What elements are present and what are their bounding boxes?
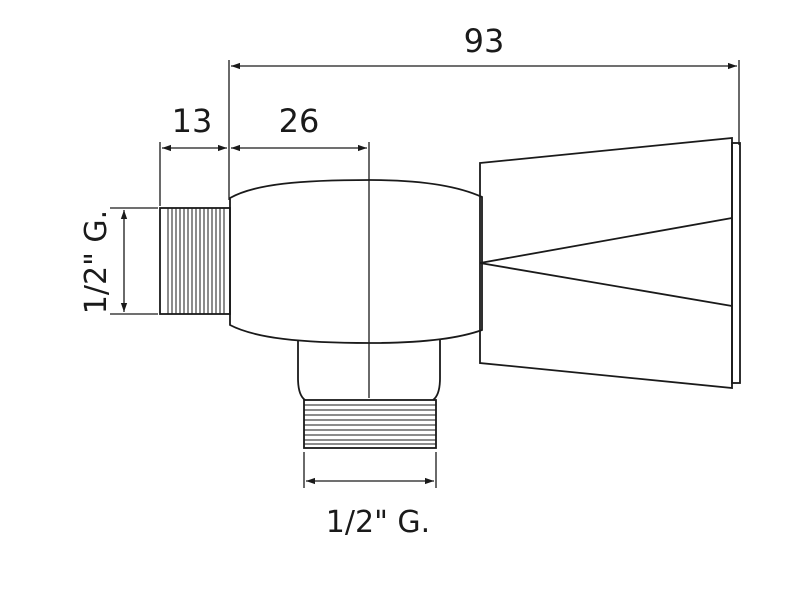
- label-inlet-thread-size: 1/2" G.: [79, 210, 114, 314]
- outlet-thread: [303, 399, 437, 449]
- barrel-body: [229, 179, 483, 344]
- inlet-thread-lines: [167, 208, 225, 314]
- label-inlet-thread-length: 13: [172, 102, 213, 140]
- outlet-neck: [297, 340, 441, 401]
- outlet-thread-lines: [304, 404, 436, 445]
- fitting-outline: [159, 137, 741, 449]
- label-overall-length: 93: [464, 22, 505, 60]
- handle-knob: [479, 137, 741, 389]
- dimension-lines: [110, 60, 740, 488]
- inlet-thread: [159, 207, 231, 315]
- label-body-offset: 26: [279, 102, 320, 140]
- label-outlet-thread-size: 1/2" G.: [326, 505, 430, 540]
